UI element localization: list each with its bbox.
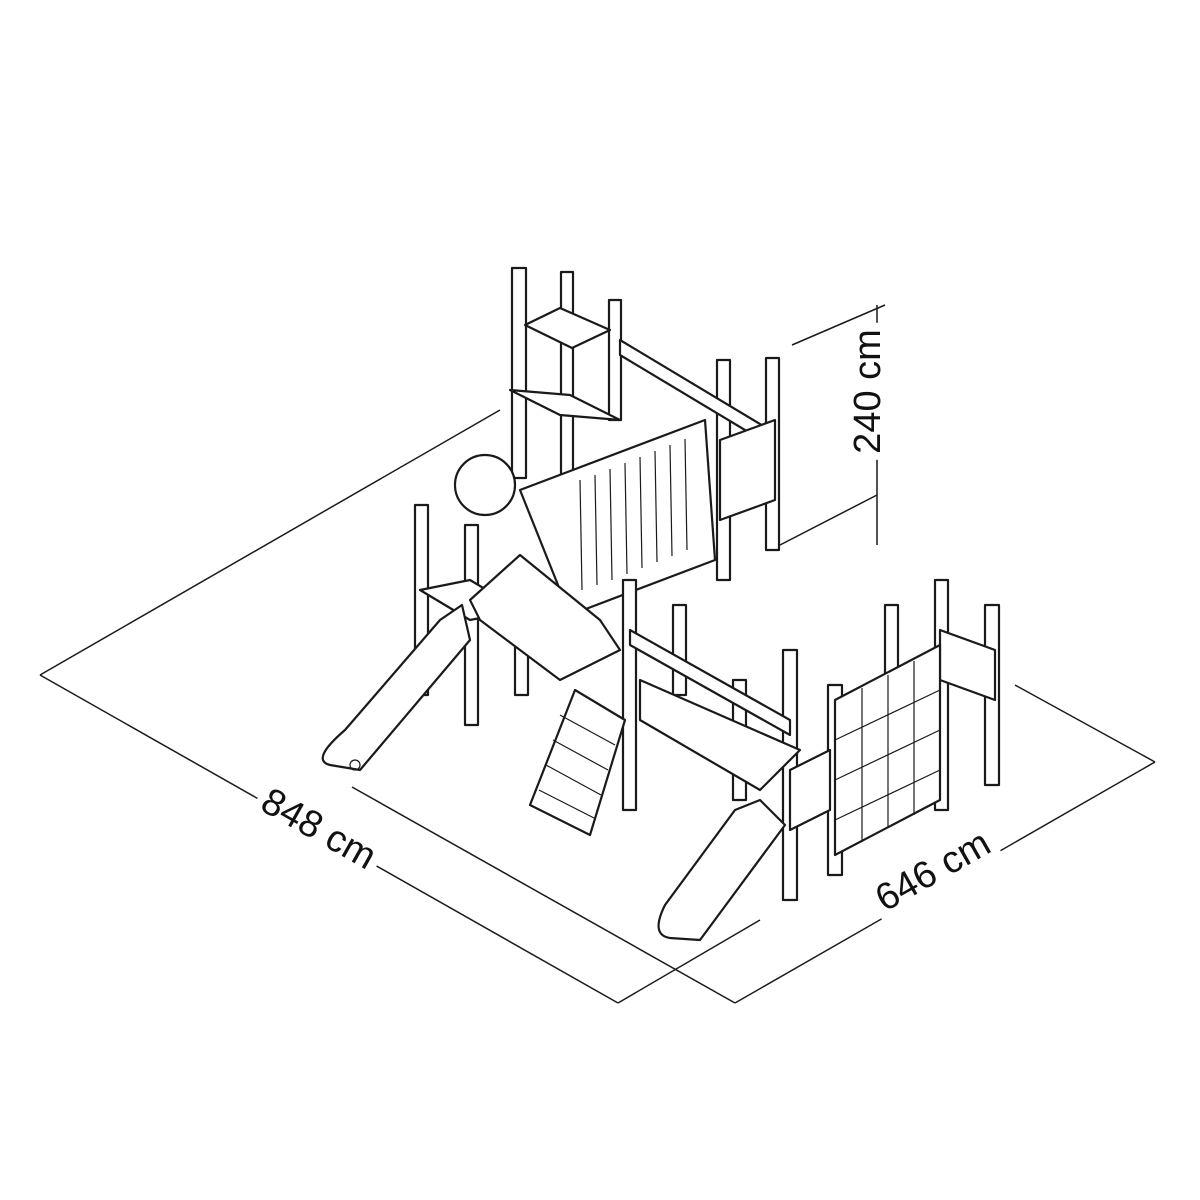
right-tower [788,578,1001,877]
left-tower [321,503,622,772]
height-dimension-label: 240 cm [846,323,890,460]
back-tower [453,266,781,617]
middle-section [528,578,802,942]
